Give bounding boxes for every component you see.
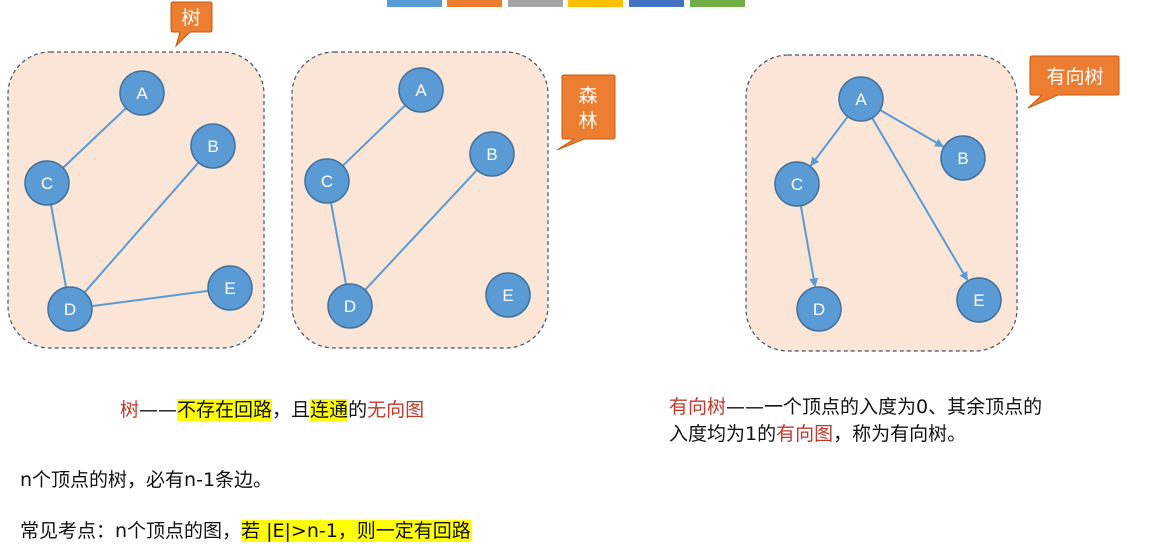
node-A — [838, 76, 884, 122]
node-label-E: E — [502, 286, 513, 305]
node-E — [956, 277, 1002, 323]
palette-swatch-5 — [629, 0, 684, 7]
directed-graph-term: 有向图 — [776, 423, 834, 445]
node-B — [469, 131, 515, 177]
undirected-graph-term: 无向图 — [367, 399, 425, 421]
exam-point: 常见考点：n个顶点的图，若 |E|>n-1，则一定有回路 — [20, 518, 471, 545]
node-label-D: D — [813, 300, 825, 319]
node-C — [304, 158, 350, 204]
node-label-D: D — [64, 300, 76, 319]
callout-tree: 树 — [170, 1, 213, 48]
edge-A-E — [871, 117, 969, 282]
graph-tree: A B C D E — [24, 70, 253, 332]
panel-tree — [7, 51, 265, 349]
highlight-cycle-condition: 若 |E|>n-1，则一定有回路 — [241, 520, 471, 542]
callout-directed-tree-label: 有向树 — [1046, 66, 1103, 88]
node-label-C: C — [791, 175, 803, 194]
callout-forest: 森 林 — [556, 74, 616, 151]
edge-B-D — [83, 161, 200, 294]
tree-def-of: 的 — [348, 399, 368, 421]
edge-A-C — [810, 115, 849, 167]
palette-swatch-6 — [690, 0, 745, 7]
tree-dash: —— — [139, 399, 178, 421]
node-label-A: A — [415, 81, 427, 100]
callout-forest-label-1: 森 — [578, 85, 597, 107]
palette-swatch-4 — [568, 0, 623, 7]
node-label-C: C — [321, 172, 333, 191]
palette-swatch-2 — [447, 0, 502, 7]
directed-tree-term: 有向树 — [669, 396, 727, 418]
edge-C-D — [49, 204, 68, 288]
callout-directed-tree: 有向树 — [1027, 55, 1120, 109]
node-label-D: D — [344, 297, 356, 316]
node-B — [940, 135, 986, 181]
callout-forest-label-2: 林 — [578, 110, 597, 132]
callout-tree-label: 树 — [181, 7, 200, 29]
node-E — [207, 265, 253, 311]
dtree-def-part2: 入度均为1的 — [669, 423, 777, 445]
node-label-B: B — [486, 145, 497, 164]
edge-B-D — [364, 169, 478, 291]
directed-tree-definition: 有向树——一个顶点的入度为0、其余顶点的 入度均为1的有向图，称为有向树。 — [669, 394, 1042, 448]
tree-edge-fact: n个顶点的树，必有n-1条边。 — [20, 469, 273, 491]
node-label-C: C — [41, 174, 53, 193]
tree-def-and: ，且 — [272, 399, 311, 421]
palette-swatch-3 — [508, 0, 563, 7]
node-E — [485, 272, 531, 318]
node-D — [796, 286, 842, 332]
graph-directed-tree: A B C D E — [774, 76, 1002, 332]
tree-term: 树 — [120, 399, 140, 421]
highlight-connected: 连通 — [310, 399, 349, 421]
node-A — [119, 70, 165, 116]
node-label-A: A — [855, 90, 867, 109]
exam-point-prefix: 常见考点：n个顶点的图， — [20, 520, 242, 542]
node-C — [774, 161, 820, 207]
edge-D-E — [91, 289, 209, 308]
tree-definition: 树——不存在回路，且连通的无向图 — [120, 397, 424, 424]
node-B — [190, 123, 236, 169]
node-C — [24, 160, 70, 206]
node-label-E: E — [224, 279, 235, 298]
node-label-B: B — [957, 149, 968, 168]
node-label-A: A — [136, 84, 148, 103]
graph-forest: A B C D E — [304, 67, 531, 329]
edge-A-C — [62, 107, 127, 169]
node-D — [47, 286, 93, 332]
panel-forest — [291, 51, 549, 349]
dtree-def-part1: ——一个顶点的入度为0、其余顶点的 — [726, 396, 1043, 418]
node-label-B: B — [207, 137, 218, 156]
edge-A-C — [342, 104, 406, 167]
edge-C-D — [329, 202, 348, 285]
highlight-no-cycle: 不存在回路 — [177, 399, 273, 421]
node-A — [398, 67, 444, 113]
edge-A-B — [879, 109, 944, 148]
node-D — [327, 283, 373, 329]
dtree-def-part4: ，称为有向树。 — [833, 423, 967, 445]
edge-C-D — [799, 205, 819, 288]
node-label-E: E — [973, 291, 984, 310]
color-palette-strip — [387, 0, 745, 7]
palette-swatch-1 — [387, 0, 442, 7]
